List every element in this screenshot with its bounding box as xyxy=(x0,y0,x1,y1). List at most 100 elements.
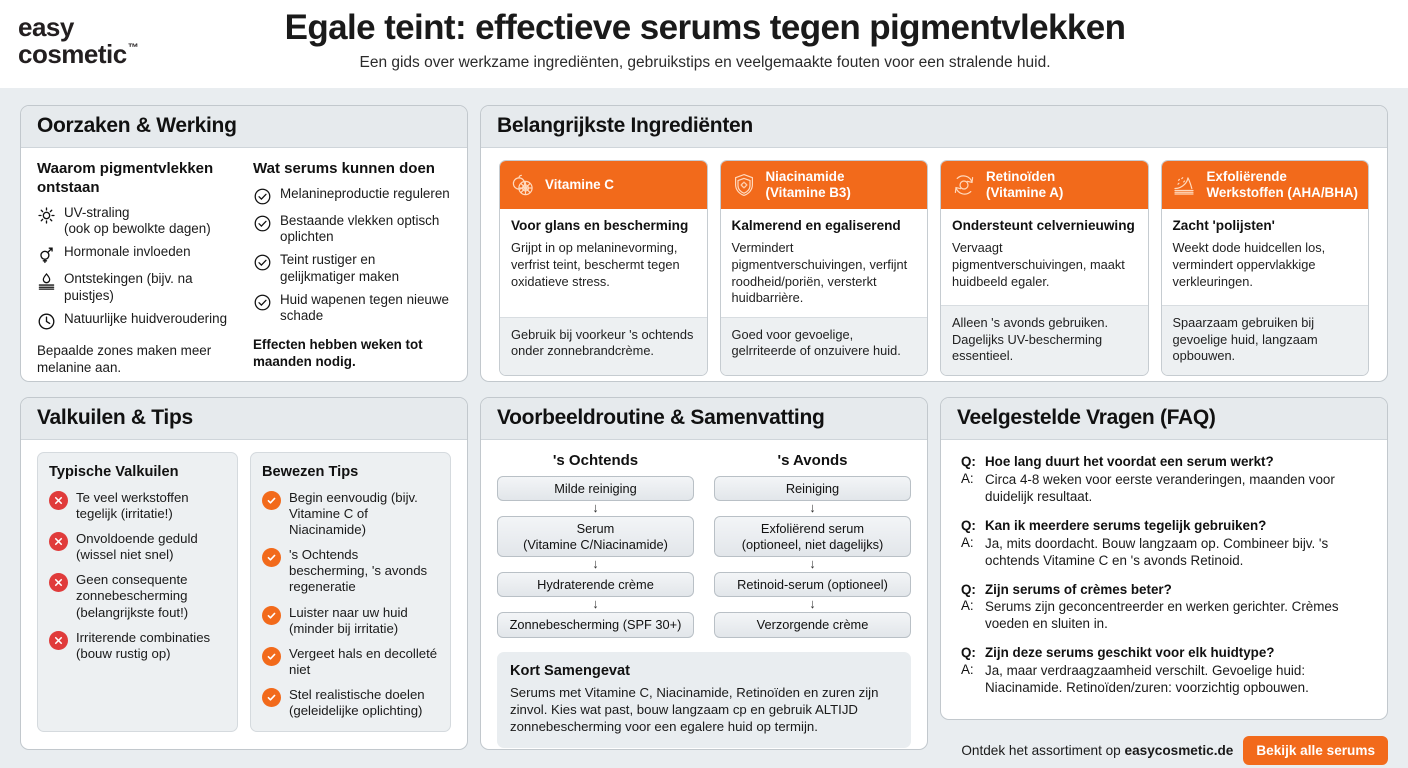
routine-step: Milde reiniging xyxy=(497,476,694,502)
summary-title: Kort Samengevat xyxy=(510,662,631,679)
panels-grid: Oorzaken & Werking Waarom pigmentvlekken… xyxy=(0,88,1408,768)
routine-evening-column: 's Avonds Reiniging ↓ Exfoliërend serum … xyxy=(714,452,911,638)
check-circle-icon xyxy=(253,293,272,312)
list-item: UV-straling (ook op bewolkte dagen) xyxy=(37,205,235,238)
faq-question-text: Hoe lang duurt het voordat een serum wer… xyxy=(985,454,1274,469)
list-item: Teint rustiger en gelijkmatiger maken xyxy=(253,252,451,285)
faq-question-label: Q: xyxy=(961,454,976,469)
brand-logo-word: cosmetic xyxy=(18,39,127,69)
faq-answer-text: Serums zijn geconcentreerder en werken g… xyxy=(985,599,1339,632)
faq-list: Q: Hoe lang duurt het voordat een serum … xyxy=(957,452,1371,696)
causes-left-column: Waarom pigmentvlekken ontstaan UV-strali… xyxy=(37,160,235,376)
faq-answer-text: Ja, maar verdraagzaamheid verschilt. Gev… xyxy=(985,663,1309,696)
ingredient-card-footer: Gebruik bij voorkeur 's ochtends onder z… xyxy=(500,316,707,375)
routine-step: Exfoliërend serum (optioneel, niet dagel… xyxy=(714,516,911,558)
faq-item: Q: Zijn deze serums geschikt voor elk hu… xyxy=(961,645,1369,696)
list-item: Melanineproductie reguleren xyxy=(253,186,451,206)
panel-ingredients-body: Vitamine C Voor glans en bescherming Gri… xyxy=(481,148,1387,381)
ingredient-card-vitamine-c[interactable]: Vitamine C Voor glans en bescherming Gri… xyxy=(499,160,708,376)
faq-answer-label: A: xyxy=(961,598,974,614)
check-circle-icon xyxy=(253,187,272,206)
title-block: Egale teint: effectieve serums tegen pig… xyxy=(230,6,1180,72)
faq-answer-text: Circa 4-8 weken voor eerste veranderinge… xyxy=(985,471,1335,504)
ingredient-card-niacinamide[interactable]: Niacinamide (Vitamine B3) Kalmerend en e… xyxy=(719,160,928,376)
check-icon xyxy=(262,491,281,510)
pitfalls-list: Te veel werkstoffen tegelijk (irritatie!… xyxy=(49,490,226,662)
routine-columns: 's Ochtends Milde reiniging ↓ Serum (Vit… xyxy=(497,452,911,638)
list-item: Bestaande vlekken optisch oplichten xyxy=(253,213,451,246)
panel-pitfalls-title: Valkuilen & Tips xyxy=(37,406,193,429)
ingredient-card-header: Retinoïden (Vitamine A) xyxy=(941,161,1148,209)
faq-question-text: Kan ik meerdere serums tegelijk gebruike… xyxy=(985,517,1267,533)
list-item-label: Melanineproductie reguleren xyxy=(280,185,450,201)
list-item: 's Ochtends bescherming, 's avonds regen… xyxy=(262,547,439,595)
routine-step: Hydraterende crème xyxy=(497,572,694,598)
causes-right-list: Melanineproductie reguleren Bestaande vl… xyxy=(253,186,451,325)
list-item: Hormonale invloeden xyxy=(37,244,235,264)
check-circle-icon xyxy=(253,214,272,233)
ingredient-card-retinoiden[interactable]: Retinoïden (Vitamine A) Ondersteunt celv… xyxy=(940,160,1149,376)
faq-question-label: Q: xyxy=(961,581,976,597)
tips-box: Bewezen Tips Begin eenvoudig (bijv. Vita… xyxy=(250,452,451,733)
error-icon xyxy=(49,573,68,593)
panel-causes-title: Oorzaken & Werking xyxy=(37,114,237,137)
error-icon xyxy=(49,491,68,510)
renewal-icon xyxy=(951,172,977,198)
panel-causes-header: Oorzaken & Werking xyxy=(21,106,467,148)
summary-text: Serums met Vitamine C, Niacinamide, Reti… xyxy=(510,684,879,735)
list-item-label: UV-straling (ook op bewolkte dagen) xyxy=(64,204,211,236)
panel-routine: Voorbeeldroutine & Samenvatting 's Ochte… xyxy=(480,397,928,750)
citrus-icon xyxy=(510,172,536,198)
list-item-label: Irriterende combinaties (bouw rustig op) xyxy=(76,629,211,661)
arrow-down-icon: ↓ xyxy=(592,596,599,612)
check-icon xyxy=(262,605,281,625)
faq-answer-row: A: Serums zijn geconcentreerder en werke… xyxy=(961,598,1369,632)
ingredient-cards: Vitamine C Voor glans en bescherming Gri… xyxy=(497,160,1371,376)
list-item-label: 's Ochtends bescherming, 's avonds regen… xyxy=(289,547,428,595)
panel-routine-header: Voorbeeldroutine & Samenvatting xyxy=(481,398,927,440)
view-all-serums-button[interactable]: Bekijk alle serums xyxy=(1243,735,1388,765)
faq-question-text: Zijn serums of crèmes beter? xyxy=(985,581,1172,597)
ingredient-card-name: Vitamine C xyxy=(545,177,614,193)
list-item: Luister naar uw huid (minder bij irritat… xyxy=(262,605,439,637)
routine-step: Reiniging xyxy=(714,476,911,502)
panel-routine-title: Voorbeeldroutine & Samenvatting xyxy=(497,406,825,429)
panel-ingredients: Belangrijkste Ingrediënten xyxy=(480,105,1388,382)
list-item-label: Huid wapenen tegen nieuwe schade xyxy=(280,292,449,324)
panel-causes: Oorzaken & Werking Waarom pigmentvlekken… xyxy=(20,105,468,382)
faq-item: Q: Hoe lang duurt het voordat een serum … xyxy=(961,454,1369,505)
list-item-label: Teint rustiger en gelijkmatiger maken xyxy=(280,252,400,284)
check-icon xyxy=(262,687,281,707)
panel-faq: Veelgestelde Vragen (FAQ) Q: Hoe lang du… xyxy=(940,397,1388,720)
panel-pitfalls: Valkuilen & Tips Typische Valkuilen Te v… xyxy=(20,397,468,750)
list-item-label: Onvoldoende geduld (wissel niet snel) xyxy=(76,531,198,563)
faq-question-row: Q: Kan ik meerdere serums tegelijk gebru… xyxy=(961,518,1369,535)
list-item-label: Ontstekingen (bijv. na puistjes) xyxy=(64,271,193,303)
list-item: Ontstekingen (bijv. na puistjes) xyxy=(37,271,235,304)
trademark-symbol: ™ xyxy=(127,42,139,54)
panel-pitfalls-body: Typische Valkuilen Te veel werkstoffen t… xyxy=(21,440,467,742)
panel-faq-body: Q: Hoe lang duurt het voordat een serum … xyxy=(941,440,1387,706)
panel-causes-body: Waarom pigmentvlekken ontstaan UV-strali… xyxy=(21,148,467,381)
faq-question-label: Q: xyxy=(961,517,976,533)
list-item-label: Bestaande vlekken optisch oplichten xyxy=(280,212,440,245)
ingredient-card-exfolierende[interactable]: Exfoliërende Werkstoffen (AHA/BHA) Zacht… xyxy=(1160,160,1369,376)
panel-routine-body: 's Ochtends Milde reiniging ↓ Serum (Vit… xyxy=(481,440,927,749)
pitfalls-box: Typische Valkuilen Te veel werkstoffen t… xyxy=(37,452,238,733)
page-subtitle: Een gids over werkzame ingrediënten, geb… xyxy=(359,53,1051,71)
panel-pitfalls-header: Valkuilen & Tips xyxy=(21,398,467,440)
ingredient-card-headline: Ondersteunt celvernieuwing xyxy=(952,218,1135,233)
causes-right-note: Effecten hebben weken tot maanden nodig. xyxy=(253,336,423,369)
routine-step: Retinoid-serum (optioneel) xyxy=(714,572,911,598)
cta-text-plain: Ontdek het assortiment op xyxy=(961,742,1125,758)
ingredient-card-body: Zacht 'polijsten' Weekt dode huidcellen … xyxy=(1161,209,1368,305)
shield-icon xyxy=(731,172,757,198)
brand-logo-line1: easy xyxy=(18,12,74,42)
list-item-label: Vergeet hals en decolleté niet xyxy=(289,645,438,677)
list-item-label: Geen consequente zonnebescherming (belan… xyxy=(76,572,189,620)
list-item-label: Natuurlijke huidveroudering xyxy=(64,310,228,326)
panel-faq-title: Veelgestelde Vragen (FAQ) xyxy=(957,406,1216,429)
faq-answer-row: A: Circa 4-8 weken voor eerste veranderi… xyxy=(961,471,1369,505)
